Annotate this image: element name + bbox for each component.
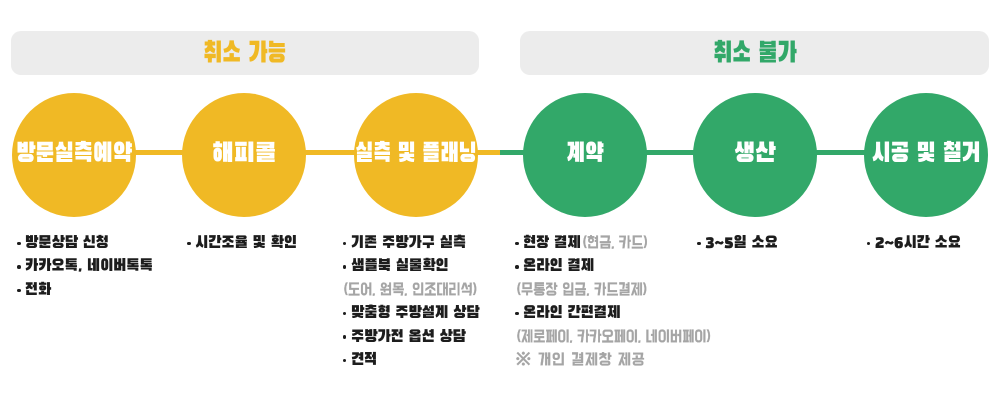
note-sub-text: (무통장 입금, 카드결제) bbox=[516, 281, 647, 299]
bullet-dot-icon bbox=[342, 358, 347, 363]
step-circle-contract: 계약 bbox=[523, 93, 647, 217]
step-label-happy-call: 해피콜 bbox=[211, 140, 277, 168]
bullet-dot-icon bbox=[515, 265, 519, 269]
bullet-dot-icon bbox=[17, 241, 21, 246]
note-ref-text: ※ 개인 결제창 제공 bbox=[514, 351, 646, 369]
note-text: 샘플북 실물확인 bbox=[350, 258, 449, 276]
step-circle-measure-planning: 실측 및 플래닝 bbox=[354, 93, 478, 217]
note-text: 주방가전 옵션 상담 bbox=[350, 328, 466, 346]
note-line-bullet: 기존 주방가구 실측 bbox=[342, 232, 489, 255]
note-line-bullet: 전화 bbox=[17, 279, 163, 302]
notes-column-happy-call: 시간조율 및 확인 bbox=[187, 232, 305, 255]
note-sub-text: (도어, 원목, 인조대리석) bbox=[344, 281, 477, 299]
notes-column-construction: 2~6시간 소요 bbox=[866, 232, 967, 255]
notes-column-contract: 현장 결제(현금, 카드) 온라인 결제 (무통장 입금, 카드결제) 온라인 간편결… bbox=[515, 232, 725, 372]
header-bar-cancel-possible: 취소 가능 bbox=[11, 31, 479, 75]
note-line-bullet: 견적 bbox=[342, 349, 489, 372]
note-text: 전화 bbox=[25, 281, 52, 299]
note-line-bullet: 시간조율 및 확인 bbox=[187, 232, 305, 255]
note-text: 방문상담 신청 bbox=[25, 234, 109, 252]
note-text: 온라인 결제 bbox=[523, 258, 595, 276]
note-text: 3~5일 소요 bbox=[705, 234, 778, 252]
bullet-dot-icon bbox=[342, 311, 347, 316]
note-line-bullet: 카카오톡, 네이버톡톡 bbox=[17, 255, 163, 278]
bullet-dot-icon bbox=[17, 288, 21, 293]
note-line-sub: (제로페이, 카카오페이, 네이버페이) bbox=[515, 325, 725, 348]
header-bar-cancel-impossible: 취소 불가 bbox=[520, 31, 989, 75]
note-suffix-text: (현금, 카드) bbox=[583, 234, 648, 252]
note-line-bullet: 2~6시간 소요 bbox=[866, 232, 967, 255]
note-text: 카카오톡, 네이버톡톡 bbox=[25, 258, 154, 276]
note-text: 2~6시간 소요 bbox=[874, 234, 961, 252]
note-line-bullet: 주방가전 옵션 상담 bbox=[342, 325, 489, 348]
note-line-bullet: 맞춤형 주방설계 상담 bbox=[342, 302, 489, 325]
step-label-visit-reservation: 방문실측예약 bbox=[16, 140, 132, 168]
bullet-dot-icon bbox=[515, 311, 519, 316]
note-text: 온라인 간편결제 bbox=[523, 305, 621, 323]
note-line-bullet: 현장 결제(현금, 카드) bbox=[515, 232, 725, 255]
header-label-cancel-possible: 취소 가능 bbox=[203, 39, 287, 69]
step-circle-production: 생산 bbox=[693, 93, 817, 217]
note-sub-text: (제로페이, 카카오페이, 네이버페이) bbox=[516, 328, 711, 346]
header-label-cancel-impossible: 취소 불가 bbox=[712, 39, 797, 69]
note-text: 기존 주방가구 실측 bbox=[350, 234, 467, 252]
note-line-bullet: 온라인 간편결제 bbox=[515, 302, 725, 325]
step-circle-visit-reservation: 방문실측예약 bbox=[12, 93, 136, 217]
bullet-dot-icon bbox=[17, 265, 21, 269]
step-label-measure-planning: 실측 및 플래닝 bbox=[355, 140, 477, 168]
note-text: 맞춤형 주방설계 상담 bbox=[350, 305, 480, 323]
note-line-ref: ※ 개인 결제창 제공 bbox=[515, 349, 725, 372]
step-circle-happy-call: 해피콜 bbox=[182, 93, 306, 217]
note-line-bullet: 방문상담 신청 bbox=[17, 232, 163, 255]
note-text: 견적 bbox=[350, 351, 377, 369]
note-line-bullet: 온라인 결제 bbox=[515, 255, 725, 278]
note-line-bullet: 3~5일 소요 bbox=[697, 232, 784, 255]
bullet-dot-icon bbox=[342, 335, 347, 339]
note-line-sub: (도어, 원목, 인조대리석) bbox=[342, 279, 489, 302]
step-label-construction: 시공 및 철거 bbox=[871, 140, 981, 168]
note-text: 시간조율 및 확인 bbox=[195, 234, 297, 252]
bullet-dot-icon bbox=[515, 241, 519, 246]
note-line-bullet: 샘플북 실물확인 bbox=[342, 255, 489, 278]
step-circle-construction: 시공 및 철거 bbox=[864, 93, 988, 217]
step-label-production: 생산 bbox=[734, 140, 776, 168]
note-text: 현장 결제 bbox=[523, 234, 582, 252]
bullet-dot-icon bbox=[342, 241, 347, 246]
note-line-sub: (무통장 입금, 카드결제) bbox=[515, 279, 725, 302]
bullet-dot-icon bbox=[187, 241, 191, 246]
step-label-contract: 계약 bbox=[566, 140, 604, 168]
bullet-dot-icon bbox=[342, 265, 347, 269]
bullet-dot-icon bbox=[697, 241, 701, 246]
notes-column-production: 3~5일 소요 bbox=[697, 232, 784, 255]
bullet-dot-icon bbox=[866, 241, 871, 246]
